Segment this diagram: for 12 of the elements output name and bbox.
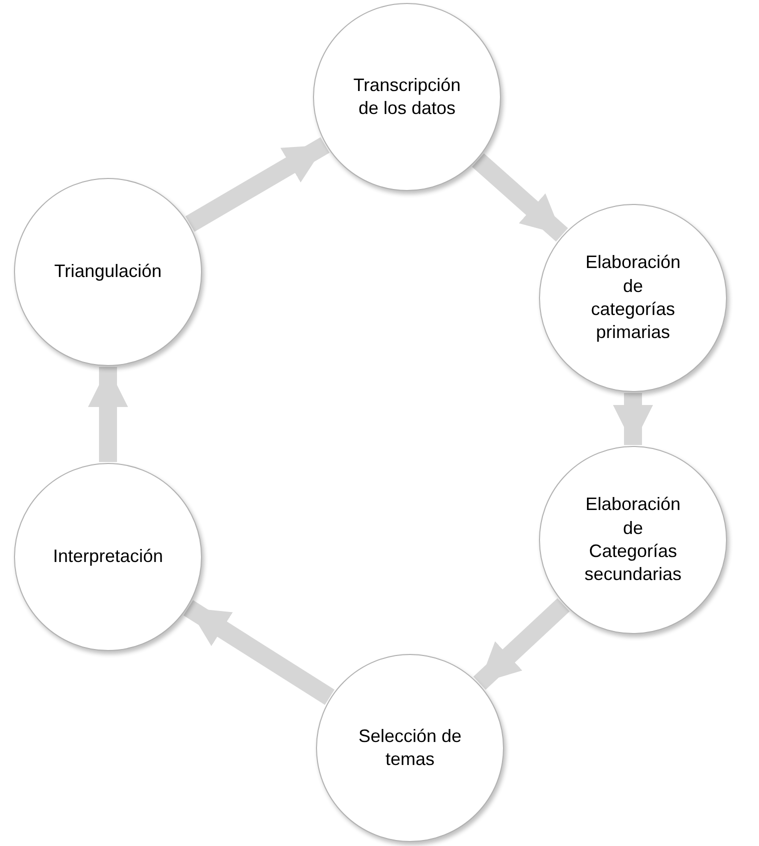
step-label: Elaboración de categorías primarias	[584, 251, 682, 344]
step-label: Selección de temas	[357, 724, 463, 771]
step-label: Elaboración de Categorías secundarias	[583, 493, 683, 586]
block-arrow	[183, 600, 335, 705]
block-arrow	[472, 153, 568, 242]
step-label: Interpretación	[52, 545, 164, 568]
step-label: Transcripción de los datos	[352, 74, 462, 120]
block-arrow	[473, 598, 570, 690]
block-arrow	[88, 367, 128, 462]
step-label: Triangulación	[53, 260, 163, 284]
block-arrow	[613, 393, 653, 445]
block-arrow	[185, 137, 330, 232]
